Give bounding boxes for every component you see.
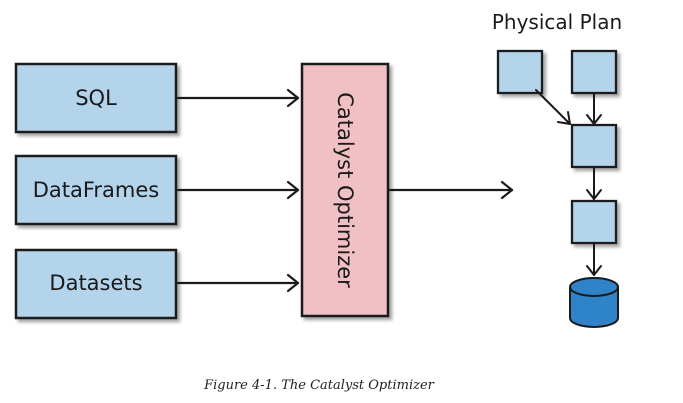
plan-node — [496, 49, 544, 95]
input-box-dataframes: DataFrames — [14, 154, 178, 226]
input-arrows — [176, 88, 300, 293]
arrow-dataframes-to-optimizer — [176, 180, 300, 200]
dataframes-label: DataFrames — [33, 178, 160, 202]
sql-label: SQL — [75, 86, 117, 110]
database-icon — [569, 277, 619, 328]
optimizer-label: Catalyst Optimizer — [333, 92, 357, 288]
dataframes-box — [14, 154, 178, 226]
figure-caption: Figure 4-1. The Catalyst Optimizer — [203, 378, 435, 393]
arrow-datasets-to-optimizer — [176, 273, 300, 293]
plan-edges — [535, 89, 602, 276]
input-box-sql: SQL — [14, 62, 178, 134]
plan-nodes — [496, 49, 618, 245]
datasets-label: Datasets — [49, 271, 142, 295]
plan-node — [570, 49, 618, 95]
database-body — [569, 287, 619, 328]
datasets-box — [14, 248, 178, 320]
sql-box — [14, 62, 178, 134]
database-top — [569, 277, 619, 297]
plan-edge — [586, 243, 602, 276]
plan-edge — [535, 89, 571, 125]
plan-node — [570, 199, 618, 245]
physical-plan-title: Physical Plan — [492, 10, 622, 34]
plan-edge — [586, 93, 602, 125]
arrow-optimizer-to-plan — [388, 180, 514, 200]
optimizer-box: Catalyst Optimizer — [300, 62, 390, 318]
arrow-sql-to-optimizer — [176, 88, 300, 108]
plan-node — [570, 123, 618, 169]
input-box-datasets: Datasets — [14, 248, 178, 320]
plan-edge — [586, 167, 602, 200]
optimizer-rect — [300, 62, 390, 318]
